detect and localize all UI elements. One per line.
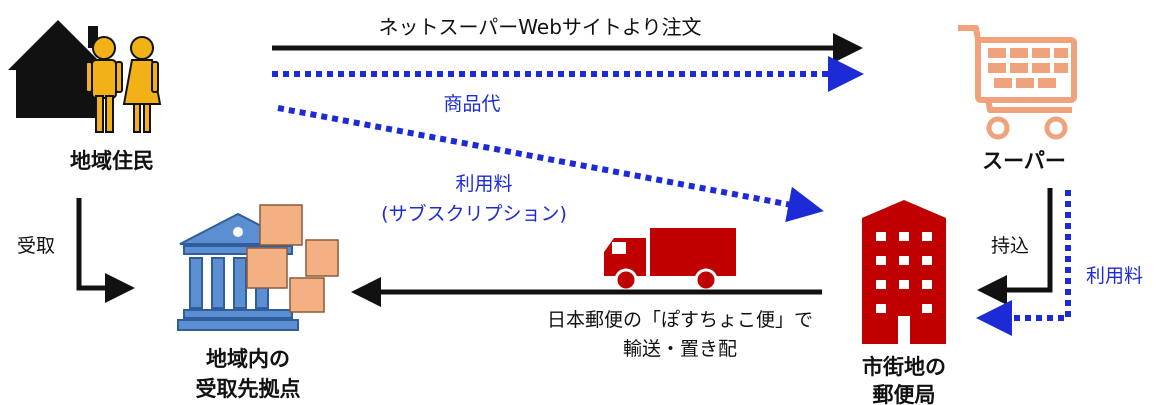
post-office-label-line1: 市街地の: [862, 355, 946, 379]
residents-label: 地域住民: [70, 149, 154, 173]
delivery-truck-icon: [604, 228, 736, 292]
receive-arrow: [76, 198, 135, 303]
order-label: ネットスーパーWebサイトより注文: [378, 15, 701, 39]
pickup-point-label-line1: 地域内の: [206, 347, 290, 371]
pickup-point-label-line2: 受取先拠点: [196, 377, 301, 401]
usage-fee-label-line2: (サブスクリプション): [381, 202, 567, 225]
post-office-label-line2: 郵便局: [873, 383, 936, 405]
bank-with-boxes-icon: [177, 204, 339, 331]
transport-label-line2: 輸送・置き配: [623, 338, 737, 360]
receive-label: 受取: [17, 235, 55, 257]
usage-fee-right-label: 利用料: [1086, 265, 1143, 287]
supermarket-label: スーパー: [982, 149, 1066, 173]
product-fee-label: 商品代: [443, 93, 500, 115]
bring-in-arrow: [977, 188, 1053, 305]
shopping-cart-icon: [958, 25, 1077, 140]
usage-fee-arrow: [277, 105, 824, 223]
bring-in-label: 持込: [991, 235, 1029, 257]
red-office-building-icon: [862, 200, 946, 344]
transport-label-line1: 日本郵便の「ぽすちょこ便」で: [547, 309, 813, 331]
house-with-couple-icon: [8, 20, 162, 133]
usage-fee-label-line1: 利用料: [455, 173, 512, 195]
